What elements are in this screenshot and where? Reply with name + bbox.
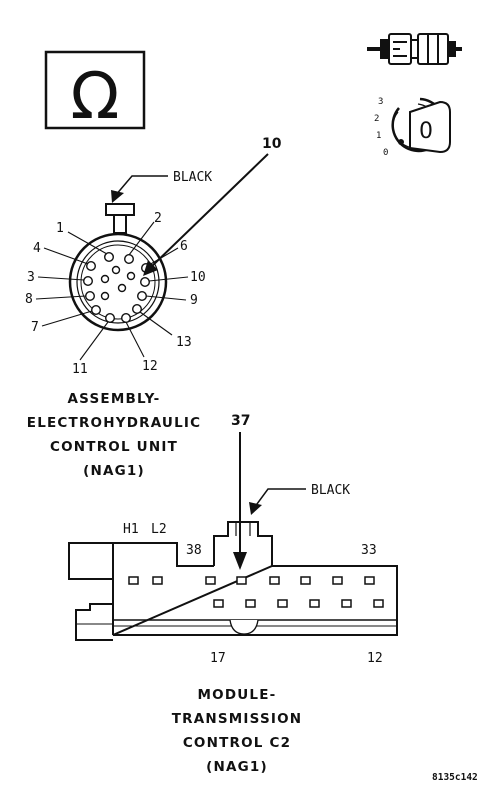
ignition-key-label: 0 <box>419 119 433 144</box>
ecu-pin-label-13: 13 <box>176 335 192 350</box>
ecu-title-line-1: ASSEMBLY- <box>68 391 161 407</box>
ignition-position-1: 1 <box>376 131 381 141</box>
ecu-pin-label-6: 6 <box>180 239 188 254</box>
ignition-switch-icon: 0 3 2 1 0 <box>374 97 451 158</box>
ecu-pin-label-1: 1 <box>56 221 64 236</box>
ohmmeter-icon: Ω <box>44 50 146 134</box>
ignition-position-3: 3 <box>378 97 383 107</box>
ignition-position-2: 2 <box>374 114 379 124</box>
module-pin-label-12: 12 <box>367 651 383 666</box>
module-pin-label-17: 17 <box>210 651 226 666</box>
module-label-h1: H1 <box>123 522 139 537</box>
ecu-connector: BLACK <box>25 136 282 377</box>
ecu-wire-color-label: BLACK <box>173 170 212 185</box>
ecu-pin-label-3: 3 <box>27 270 35 285</box>
ohm-symbol: Ω <box>71 60 120 134</box>
ecu-pin-label-11: 11 <box>72 362 88 377</box>
module-pin-label-38: 38 <box>186 543 202 558</box>
module-title-line-4: (NAG1) <box>206 759 268 775</box>
module-label-l2: L2 <box>151 522 167 537</box>
module-title-line-3: CONTROL C2 <box>183 735 291 751</box>
module-title: MODULE- TRANSMISSION CONTROL C2 (NAG1) <box>172 687 303 775</box>
ecu-pin-label-10: 10 <box>190 270 206 285</box>
ecu-title-line-2: ELECTROHYDRAULIC <box>27 415 201 431</box>
ecu-pin-label-12: 12 <box>142 359 158 374</box>
module-pin-label-33: 33 <box>361 543 377 558</box>
ignition-position-0: 0 <box>383 148 388 158</box>
ecu-pin-label-7: 7 <box>31 320 39 335</box>
module-title-line-1: MODULE- <box>198 687 277 703</box>
ecu-pin-label-2: 2 <box>154 211 162 226</box>
module-title-line-2: TRANSMISSION <box>172 711 303 727</box>
ecu-pin-label-9: 9 <box>190 293 198 308</box>
ecu-title-line-4: (NAG1) <box>83 463 145 479</box>
ecu-title-line-3: CONTROL UNIT <box>50 439 178 455</box>
ecu-title: ASSEMBLY- ELECTROHYDRAULIC CONTROL UNIT … <box>27 391 201 479</box>
module-wire-color-label: BLACK <box>311 483 350 498</box>
module-connector: 37 BLACK <box>68 413 398 666</box>
figure-code: 8135c142 <box>432 772 478 783</box>
ecu-pin-label-4: 4 <box>33 241 41 256</box>
module-callout-number: 37 <box>231 413 250 429</box>
ecu-pin-label-8: 8 <box>25 292 33 307</box>
connector-icon <box>367 33 462 65</box>
ecu-callout-number: 10 <box>262 136 282 152</box>
